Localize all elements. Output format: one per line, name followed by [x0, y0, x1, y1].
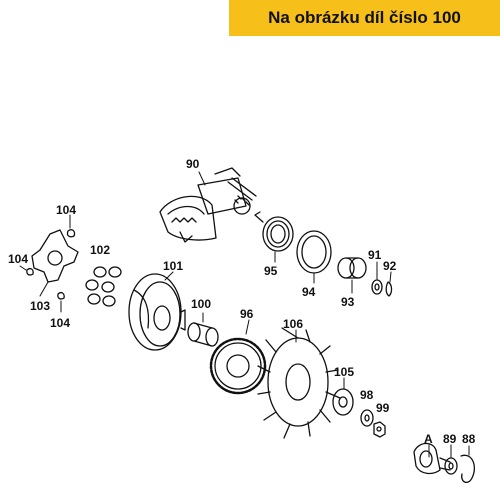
gear-disc-part-96[interactable] [209, 337, 267, 395]
label-part-102: 102 [90, 243, 110, 257]
label-part-104-bottom: 104 [50, 316, 70, 330]
assembly-a-part[interactable] [413, 442, 451, 475]
label-part-92: 92 [383, 259, 397, 273]
label-part-106: 106 [283, 317, 303, 331]
label-part-99: 99 [376, 401, 390, 415]
label-part-98: 98 [360, 388, 374, 402]
label-part-105: 105 [334, 365, 354, 379]
label-part-101: 101 [163, 259, 183, 273]
label-part-a: A [424, 432, 433, 446]
part-banner: Na obrázku díl číslo 100 [229, 0, 500, 36]
banner-text: Na obrázku díl číslo 100 [268, 8, 461, 27]
slider-clip-part-104-top[interactable] [66, 229, 76, 238]
label-part-104-left: 104 [8, 252, 28, 266]
label-part-89: 89 [443, 432, 457, 446]
starter-pulley-part-105[interactable] [332, 388, 354, 416]
bushing-part-93[interactable] [337, 257, 367, 279]
washer-part-89[interactable] [444, 457, 458, 475]
circlip-part-92[interactable] [385, 281, 393, 297]
slider-clip-part-104-bottom[interactable] [57, 291, 65, 300]
ramp-plate-part-103[interactable] [31, 229, 79, 283]
label-part-100: 100 [191, 297, 211, 311]
label-part-88: 88 [462, 432, 476, 446]
variator-rollers-part-102[interactable] [85, 266, 122, 307]
label-part-93: 93 [341, 295, 355, 309]
slider-clip-part-104-left[interactable] [26, 267, 34, 276]
washer-part-94[interactable] [296, 230, 332, 274]
label-part-103: 103 [30, 299, 50, 313]
label-part-104-top: 104 [56, 203, 76, 217]
washer-part-91[interactable] [371, 279, 383, 295]
washer-part-98[interactable] [360, 409, 374, 427]
fan-part-106[interactable] [257, 327, 341, 439]
label-part-90: 90 [186, 157, 200, 171]
label-part-96: 96 [240, 307, 254, 321]
clip-part-88[interactable] [460, 454, 476, 483]
kick-spring-part-95[interactable] [254, 211, 294, 252]
variator-pulley-part-101[interactable] [128, 273, 186, 351]
label-part-94: 94 [302, 285, 316, 299]
label-part-91: 91 [368, 248, 382, 262]
label-part-95: 95 [264, 264, 278, 278]
kickstart-shaft-part-90[interactable] [159, 167, 257, 243]
nut-part-99[interactable] [373, 421, 386, 438]
variator-bushing-part-100[interactable] [187, 322, 219, 347]
